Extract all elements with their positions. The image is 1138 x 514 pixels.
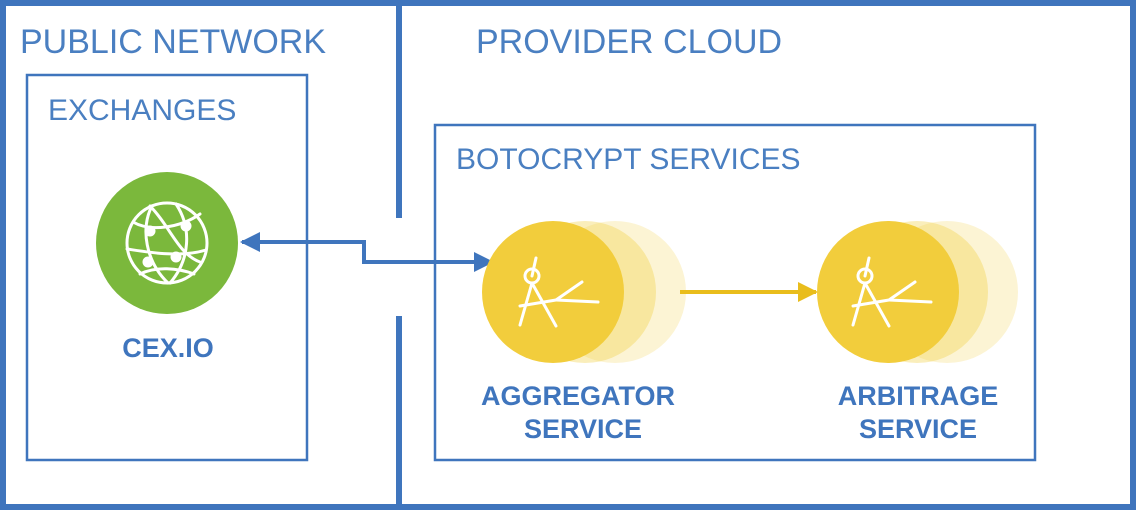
arbitrage-label-line1: ARBITRAGE bbox=[838, 381, 999, 411]
public-network-title: PUBLIC NETWORK bbox=[20, 23, 326, 61]
exchanges-group-title: EXCHANGES bbox=[48, 94, 236, 127]
compass-icon bbox=[851, 256, 933, 328]
globe-icon bbox=[125, 201, 209, 285]
compass-icon bbox=[518, 256, 600, 328]
provider-cloud-title: PROVIDER CLOUD bbox=[476, 23, 782, 61]
botocrypt-services-group bbox=[433, 123, 1037, 462]
arbitrage-label-line2: SERVICE bbox=[859, 414, 977, 444]
cex-aggregator-connector bbox=[240, 232, 494, 272]
arbitrage-node[interactable] bbox=[817, 221, 1018, 363]
aggregator-node[interactable] bbox=[482, 221, 686, 363]
aggregator-label-line1: AGGREGATOR bbox=[481, 381, 675, 411]
aggregator-label-line2: SERVICE bbox=[524, 414, 642, 444]
cex-label: CEX.IO bbox=[122, 333, 214, 363]
botocrypt-services-group-title: BOTOCRYPT SERVICES bbox=[456, 143, 801, 176]
cex-node[interactable] bbox=[96, 172, 238, 314]
